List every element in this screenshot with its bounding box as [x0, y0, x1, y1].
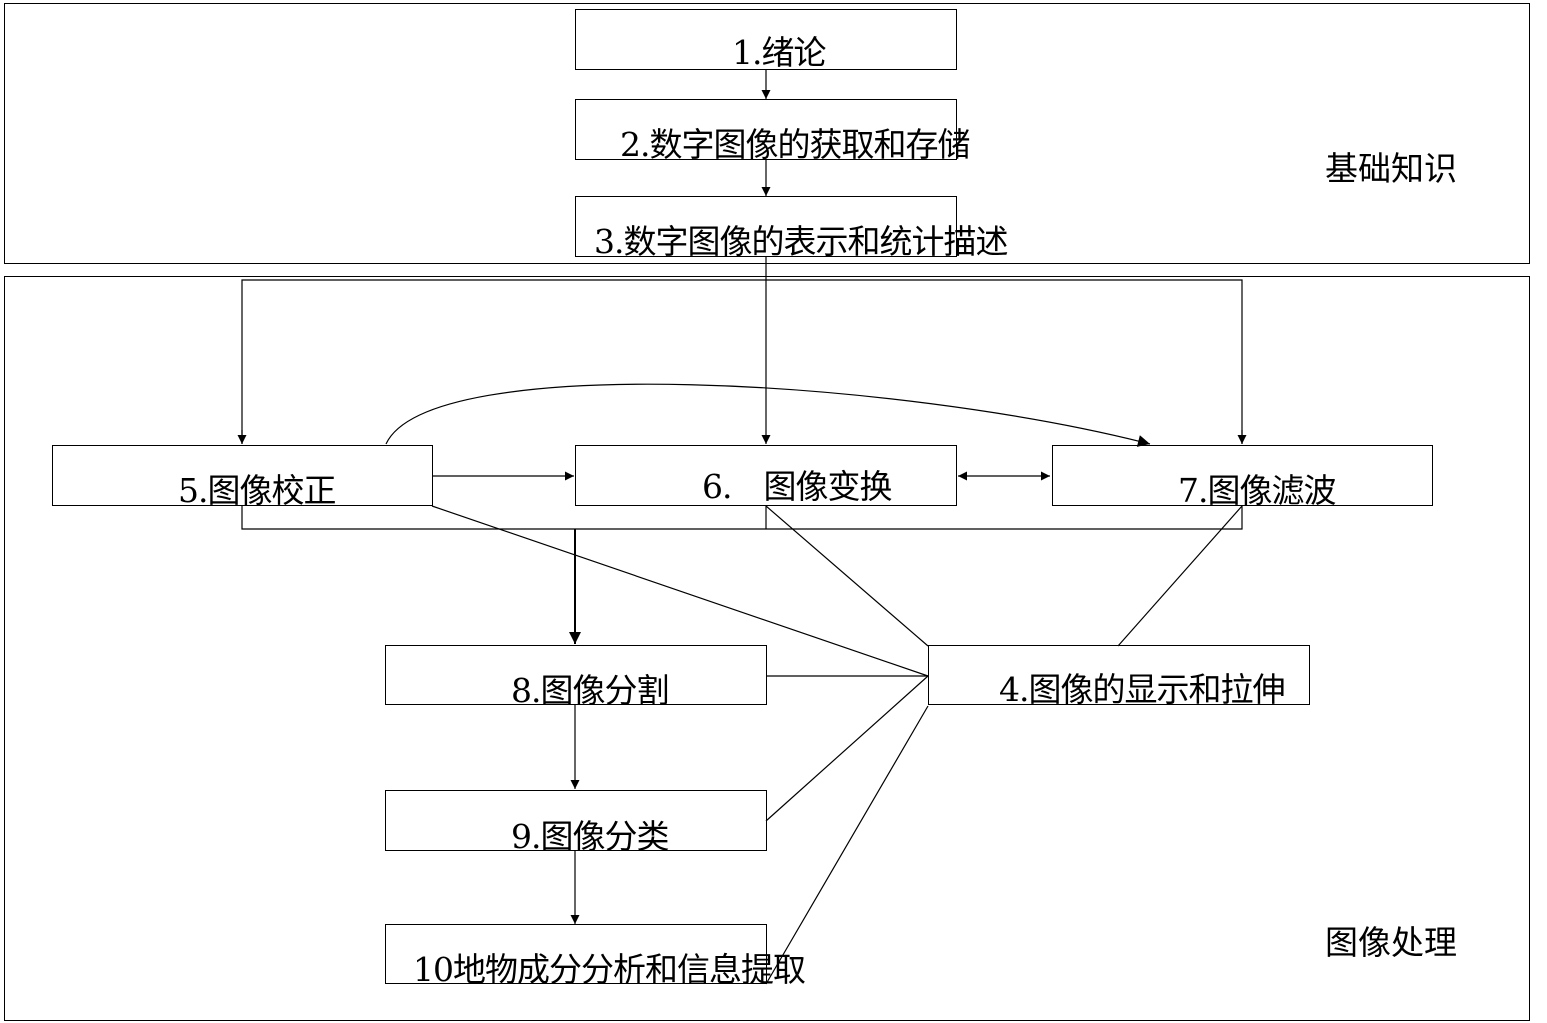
node-8-label: 8.图像分割: [511, 671, 669, 710]
node-2-label: 2.数字图像的获取和存储: [620, 125, 970, 164]
edge-4-5: [431, 505, 929, 677]
node-10: [385, 924, 767, 984]
node-3-label: 3.数字图像的表示和统计描述: [594, 222, 1008, 261]
node-7-label: 7.图像滤波: [1178, 471, 1336, 510]
section-title-processing: 图像处理: [1325, 923, 1457, 962]
edge-bottom-bracket: [241, 506, 1243, 530]
edge-5-7-curve: [385, 383, 1151, 447]
edge-4-6: [765, 505, 929, 647]
node-4-label: 4.图像的显示和拉伸: [999, 670, 1285, 709]
node-5: [52, 445, 433, 506]
node-2: [575, 99, 957, 160]
edge-top-bracket: [241, 279, 1243, 444]
node-10-label: 10地物成分分析和信息提取: [413, 950, 806, 989]
node-1: [575, 9, 957, 70]
node-5-label: 5.图像校正: [178, 471, 336, 510]
node-9: [385, 790, 767, 851]
node-6-label: 6. 图像变换: [702, 467, 892, 506]
node-1-label: 1.绪论: [732, 33, 826, 72]
node-9-label: 9.图像分类: [511, 817, 669, 856]
node-3: [575, 196, 957, 257]
edge-4-7: [1117, 505, 1243, 647]
basics-section: [4, 3, 1530, 264]
edge-4-9: [765, 675, 929, 822]
node-8: [385, 645, 767, 705]
node-6: [575, 445, 957, 506]
node-7: [1052, 445, 1433, 506]
node-4: [928, 645, 1310, 705]
processing-section: [4, 276, 1530, 1021]
edge-4-10: [765, 705, 929, 985]
section-title-basics: 基础知识: [1325, 149, 1457, 188]
